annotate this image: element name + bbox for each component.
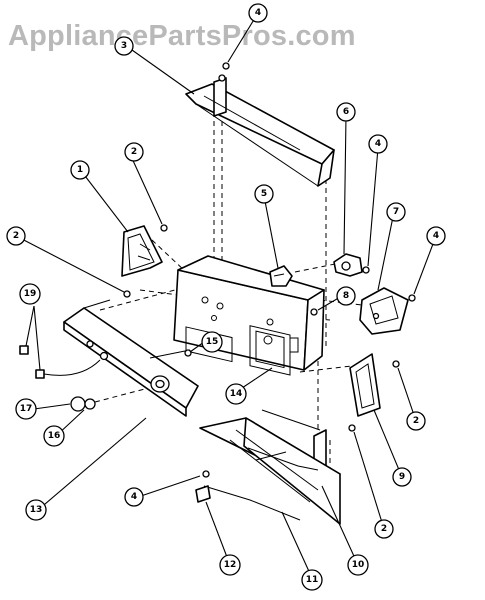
svg-text:2: 2 [131,147,137,157]
svg-text:4: 4 [131,492,137,502]
callout-4: 4 [368,134,388,154]
svg-text:11: 11 [306,575,319,585]
callout-5: 5 [254,184,274,204]
callout-6: 6 [336,102,356,122]
callout-9: 9 [392,467,412,487]
left-end-cap-part-1 [121,225,163,277]
timer-part-7 [359,287,409,335]
callout-8: 8 [336,286,356,306]
control-housing-part-14 [173,255,325,376]
callout-4: 4 [426,226,446,246]
callout-2: 2 [374,519,394,539]
svg-text:7: 7 [393,207,399,217]
thermostat-part-6 [333,253,363,277]
callout-19: 19 [19,283,41,305]
callout-11: 11 [301,569,323,591]
front-panel-part-13 [63,299,199,417]
callout-2: 2 [124,142,144,162]
svg-text:12: 12 [224,560,237,570]
svg-text:14: 14 [230,389,243,399]
callout-3: 3 [114,36,134,56]
svg-text:9: 9 [399,472,405,482]
svg-text:2: 2 [413,416,419,426]
callout-bubbles: 4 3 6 2 1 4 5 7 4 2 19 8 15 14 17 16 2 9… [6,3,446,591]
svg-text:16: 16 [48,431,61,441]
rod-part-15 [149,349,191,359]
svg-text:13: 13 [30,505,43,515]
svg-text:4: 4 [255,8,261,18]
callout-1: 1 [70,160,90,180]
callout-17: 17 [15,398,37,420]
svg-text:1: 1 [77,165,83,175]
callout-14: 14 [225,383,247,405]
svg-text:2: 2 [381,524,387,534]
svg-text:5: 5 [261,189,267,199]
svg-text:10: 10 [352,560,365,570]
callout-4: 4 [124,487,144,507]
switch-part-5 [269,265,293,287]
svg-text:15: 15 [206,337,219,347]
cabinet-top-part-11 [199,417,341,525]
right-end-cap-part-9 [349,353,381,417]
watermark: AppliancePartsPros.com [8,20,356,52]
callout-12: 12 [219,554,241,576]
svg-text:8: 8 [343,291,349,301]
svg-text:6: 6 [343,107,349,117]
small-hardware [19,62,416,503]
callout-13: 13 [25,499,47,521]
callout-2: 2 [406,411,426,431]
callout-10: 10 [347,554,369,576]
callout-leaders [17,12,437,579]
callout-15: 15 [201,331,223,353]
top-trim-part-3 [185,77,335,187]
svg-text:17: 17 [20,404,33,414]
svg-text:3: 3 [121,41,127,51]
svg-text:2: 2 [13,231,19,241]
svg-text:19: 19 [24,289,37,299]
svg-text:4: 4 [375,139,381,149]
callout-4: 4 [248,3,268,23]
svg-text:4: 4 [433,231,439,241]
callout-2: 2 [6,226,26,246]
callout-7: 7 [386,202,406,222]
callout-16: 16 [43,425,65,447]
